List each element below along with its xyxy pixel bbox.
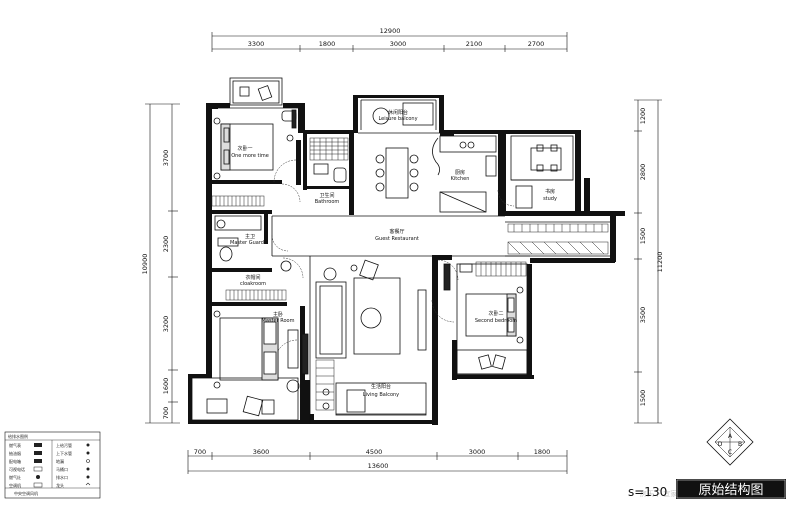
logo-letter-a: A bbox=[728, 433, 733, 440]
room-labels: 休闲阳台 Leisure balcony 次卧一 One more time 卫… bbox=[230, 109, 557, 398]
logo-letter-c: C bbox=[728, 449, 732, 456]
right-dim-4: 3500 bbox=[639, 307, 647, 324]
title-box bbox=[676, 479, 786, 499]
right-dim-1: 1200 bbox=[639, 108, 647, 125]
floor-drain-icon bbox=[86, 459, 90, 463]
top-total-dim: 12900 bbox=[380, 27, 401, 35]
cloakroom-cn: 衣帽间 bbox=[245, 274, 260, 281]
cloakroom-en: cloakroom bbox=[240, 281, 266, 287]
supply-pipe-icon bbox=[86, 443, 90, 447]
legend-row1-left: 燃气表 bbox=[9, 442, 21, 448]
bathroom-en: Bathroom bbox=[315, 199, 340, 205]
second-bedroom-en: Second bedroom bbox=[475, 318, 517, 324]
bottom-dim-2: 3600 bbox=[253, 448, 270, 456]
right-dimensions bbox=[634, 99, 662, 424]
legend-row1-right: 上给污管 bbox=[56, 442, 72, 448]
top-dim-3: 3000 bbox=[390, 40, 407, 48]
right-dim-5: 1500 bbox=[639, 390, 647, 407]
left-dim-2: 2300 bbox=[162, 236, 170, 253]
gas-meter-icon bbox=[34, 443, 42, 447]
second-bedroom-top-cn: 次卧一 bbox=[237, 145, 252, 152]
door-swings bbox=[271, 159, 515, 363]
left-dim-4: 1600 bbox=[162, 378, 170, 395]
study-en: study bbox=[543, 196, 557, 202]
top-dim-1: 3300 bbox=[248, 40, 265, 48]
right-total-dim: 11200 bbox=[656, 252, 664, 273]
legend-row4-right: 马桶口 bbox=[56, 466, 68, 472]
second-bedroom-cn: 次卧二 bbox=[488, 310, 503, 317]
left-dimensions bbox=[145, 103, 180, 424]
legend-footer: 中央空调风机 bbox=[14, 490, 38, 496]
video-phone-icon bbox=[33, 466, 43, 472]
left-dim-1: 3700 bbox=[162, 150, 170, 167]
legend-row3-left: 配电箱 bbox=[9, 458, 21, 464]
leisure-balcony-en: Leisure balcony bbox=[378, 116, 417, 122]
bottom-dim-3: 4500 bbox=[366, 448, 383, 456]
legend-row4-left: 可视电话 bbox=[9, 466, 25, 472]
cabinet-hatches bbox=[211, 137, 609, 411]
drain-outlet-icon bbox=[86, 475, 90, 479]
second-bedroom-top-en: One more time bbox=[231, 153, 269, 159]
legend-header: 给排水图例 bbox=[8, 433, 28, 439]
bottom-dim-4: 3000 bbox=[469, 448, 486, 456]
master-room-en: Master Room bbox=[262, 318, 295, 324]
walls bbox=[188, 95, 625, 425]
leisure-balcony-cn: 休闲阳台 bbox=[388, 109, 408, 116]
legend-row3-right: 地漏 bbox=[56, 458, 64, 464]
legend-row5-left: 燃气灶 bbox=[9, 474, 21, 480]
left-dim-3: 3200 bbox=[162, 316, 170, 333]
scale-label: s=130 bbox=[628, 485, 667, 499]
gas-stove-icon bbox=[36, 475, 40, 479]
living-balcony-cn: 生活阳台 bbox=[371, 383, 391, 390]
top-dimensions bbox=[211, 32, 568, 52]
distribution-box-icon bbox=[34, 459, 42, 463]
drawing-title: 原始结构图 bbox=[698, 483, 763, 498]
top-dim-4: 2100 bbox=[466, 40, 483, 48]
bottom-dimensions bbox=[187, 450, 568, 474]
living-balcony-en: Living Balcony bbox=[363, 392, 399, 398]
water-pipe-icon bbox=[86, 451, 90, 455]
guest-restaurant-cn: 客餐厅 bbox=[389, 228, 404, 235]
legend-row2-left: 抽油烟 bbox=[9, 450, 21, 456]
left-total-dim: 10900 bbox=[141, 254, 149, 275]
right-dim-2: 2800 bbox=[639, 164, 647, 181]
watermark: 房天下 宜家装修 bbox=[640, 489, 691, 498]
title-box-border bbox=[676, 479, 786, 499]
range-hood-icon bbox=[34, 451, 42, 455]
master-guard-en: Master Guard bbox=[230, 240, 264, 246]
bottom-dim-5: 1800 bbox=[534, 448, 551, 456]
master-room-cn: 主卧 bbox=[273, 311, 283, 318]
kitchen-en: Kitchen bbox=[451, 176, 470, 182]
top-dim-2: 1800 bbox=[319, 40, 336, 48]
logo-letter-d: D bbox=[718, 441, 723, 448]
bathroom-cn: 卫生间 bbox=[319, 192, 334, 199]
top-dim-5: 2700 bbox=[528, 40, 545, 48]
furniture bbox=[206, 85, 562, 417]
study-cn: 书房 bbox=[545, 188, 555, 195]
legend-table: 给排水图例 燃气表 上给污管 抽油烟 上下水管 配电箱 地漏 可视电话 马桶口 … bbox=[4, 431, 101, 499]
bottom-total-dim: 13600 bbox=[368, 462, 389, 470]
bottom-dim-1: 700 bbox=[194, 448, 206, 456]
legend-row6-right: 龙头 bbox=[56, 482, 64, 488]
legend-row6-left: 空调机 bbox=[9, 482, 21, 488]
guest-restaurant-en: Guest Restaurant bbox=[375, 236, 419, 242]
master-guard-cn: 主卫 bbox=[245, 233, 255, 240]
logo-diamond bbox=[706, 418, 754, 466]
right-dim-3: 1500 bbox=[639, 228, 647, 245]
legend-row5-right: 排水口 bbox=[56, 474, 68, 480]
legend-row2-right: 上下水管 bbox=[56, 450, 72, 456]
toilet-outlet-icon bbox=[86, 467, 90, 471]
kitchen-cn: 厨房 bbox=[455, 169, 465, 176]
air-conditioner-icon bbox=[33, 482, 43, 488]
logo-letter-b: B bbox=[738, 441, 742, 448]
thin-walls bbox=[191, 77, 610, 424]
faucet-icon bbox=[85, 482, 91, 486]
left-dim-5: 700 bbox=[162, 407, 170, 419]
